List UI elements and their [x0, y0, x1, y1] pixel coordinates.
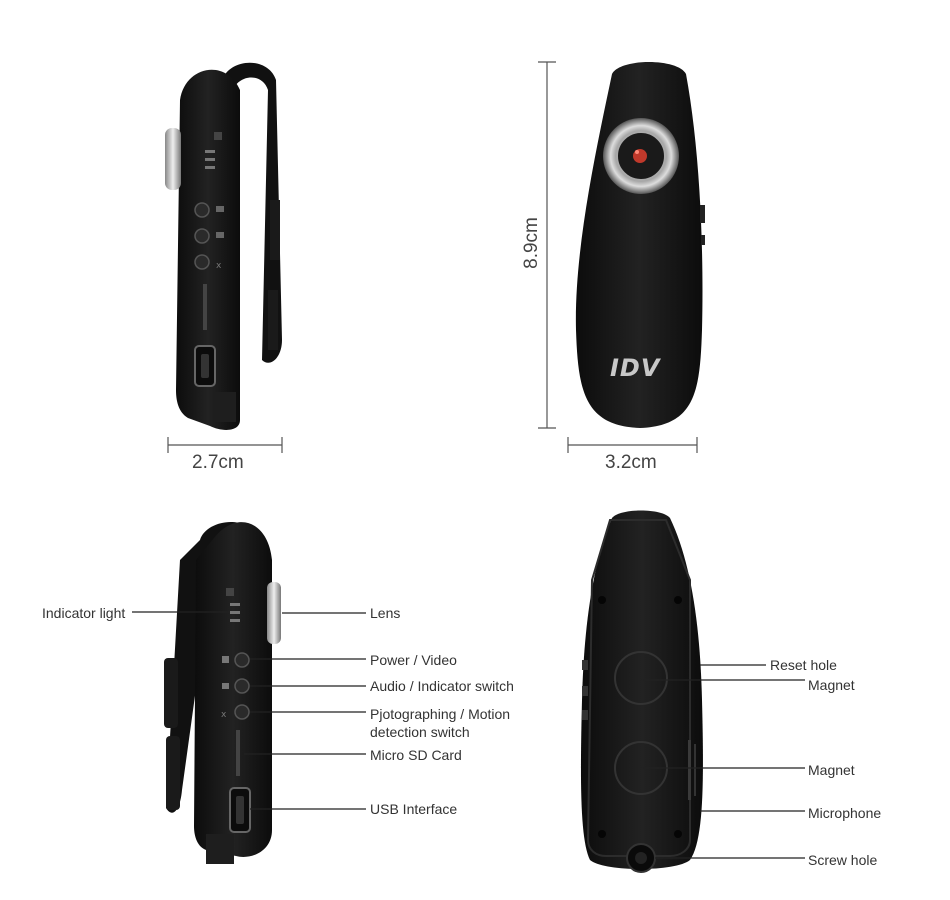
svg-text:x: x — [216, 261, 222, 271]
camera-front-view — [575, 62, 705, 428]
label-usb-interface: USB Interface — [370, 801, 458, 817]
label-audio-indicator-switch: Audio / Indicator switch — [370, 678, 514, 694]
dimension-height — [538, 61, 556, 429]
label-power-video: Power / Video — [370, 652, 457, 668]
camera-back-view — [580, 510, 703, 873]
label-magnet-top: Magnet — [808, 677, 855, 693]
leader-lines-left — [132, 611, 366, 810]
svg-text:x: x — [221, 710, 227, 720]
leader-lines-right — [641, 664, 805, 859]
camera-side-view-bottom: x — [164, 522, 281, 864]
dimension-label-height: 8.9cm — [521, 217, 542, 269]
dimension-front-width — [567, 437, 698, 453]
label-lens: Lens — [370, 605, 401, 621]
dimension-label-front-width: 3.2cm — [605, 452, 657, 473]
label-screw-hole: Screw hole — [808, 852, 878, 868]
label-micro-sd-card: Micro SD Card — [370, 747, 462, 763]
dimension-label-side-width: 2.7cm — [192, 452, 244, 473]
label-indicator-light: Indicator light — [42, 605, 126, 621]
camera-side-view-top: x — [165, 62, 282, 430]
dimension-side-width — [167, 437, 283, 453]
label-photo-motion-switch: Pjotographing / Motion detection switch — [370, 706, 511, 740]
label-microphone: Microphone — [808, 805, 882, 821]
brand-logo: IDV — [610, 354, 661, 382]
label-magnet-bottom: Magnet — [808, 762, 855, 778]
label-reset-hole: Reset hole — [770, 657, 837, 673]
